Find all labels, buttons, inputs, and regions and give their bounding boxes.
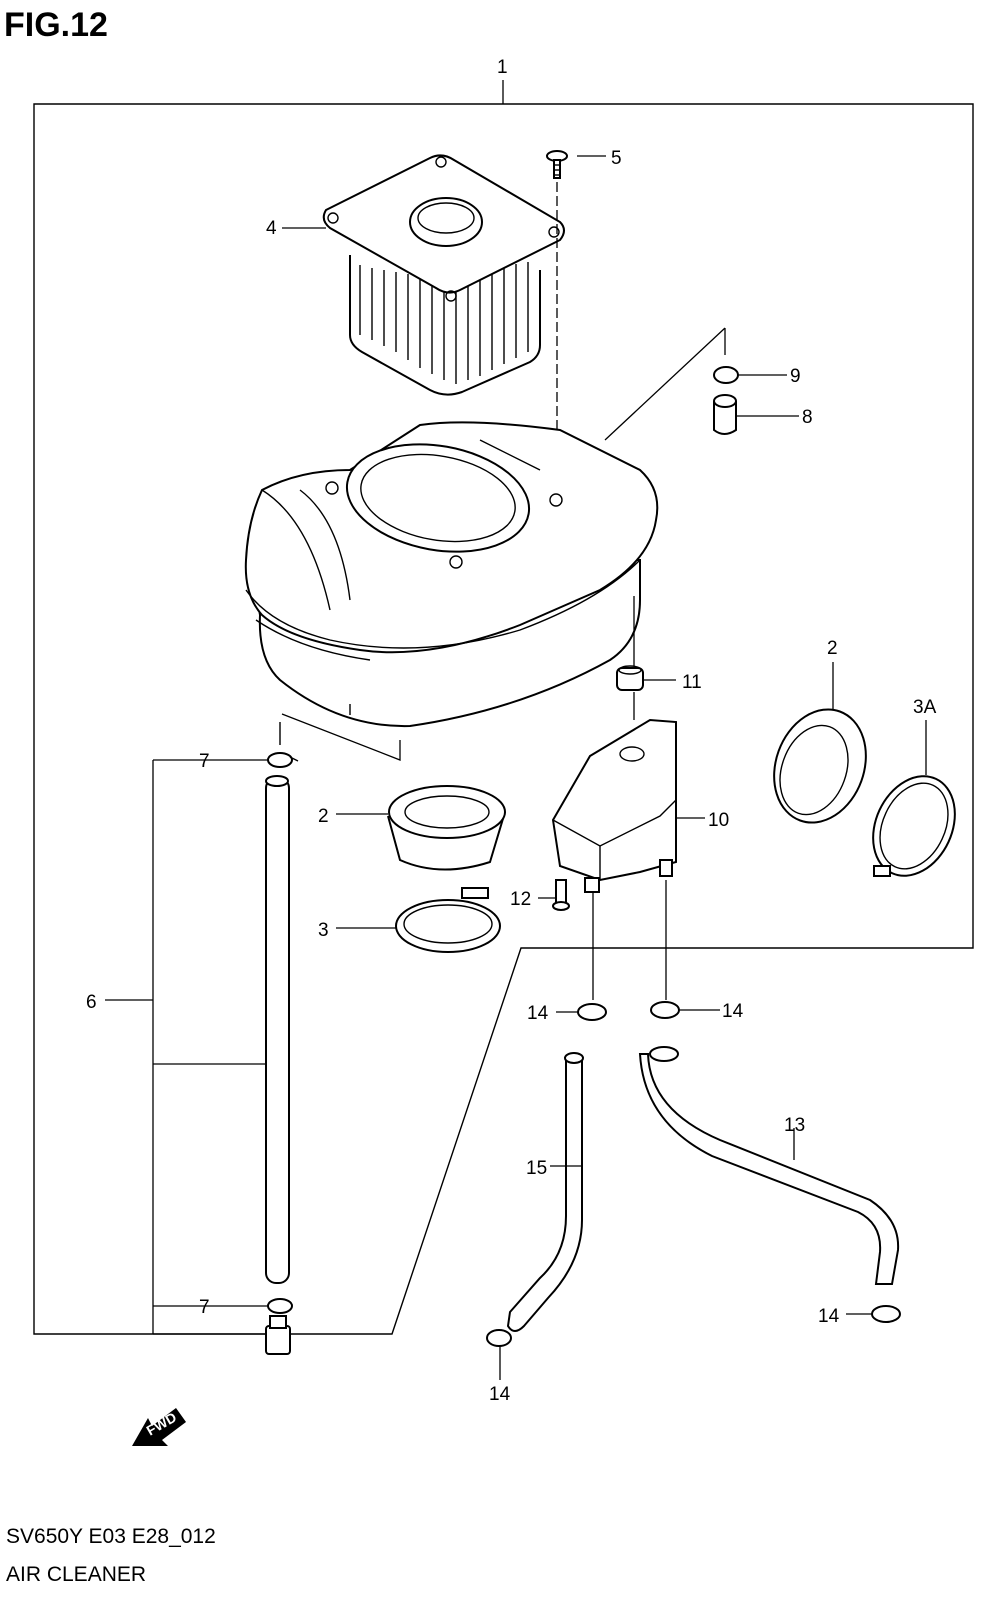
clamp-3 — [336, 887, 501, 953]
callout-6: 6 — [86, 992, 97, 1013]
callout-1: 1 — [497, 57, 508, 78]
callout-2-center: 2 — [318, 806, 329, 827]
fwd-arrow-icon: FWD — [132, 1408, 186, 1446]
hose-13 — [638, 1046, 900, 1285]
bolt — [538, 879, 570, 911]
callout-12: 12 — [510, 889, 531, 910]
air-filter-element — [322, 154, 565, 396]
callout-14-b: 14 — [722, 1001, 744, 1022]
cap — [713, 394, 799, 435]
callout-4: 4 — [266, 218, 277, 239]
callout-8: 8 — [802, 407, 813, 428]
drain-hose-set — [105, 722, 299, 1355]
callout-14-a: 14 — [527, 1003, 549, 1024]
assembly-boundary — [33, 103, 974, 1335]
hose-clamps — [486, 880, 901, 1380]
drain-box — [551, 718, 705, 893]
callout-3: 3 — [318, 920, 329, 941]
callout-11: 11 — [682, 672, 702, 693]
callout-9: 9 — [790, 366, 801, 387]
grommet — [616, 596, 676, 720]
clamp-3a — [872, 720, 956, 877]
intake-boot-right — [773, 662, 867, 824]
callout-5: 5 — [611, 148, 622, 169]
callout-10: 10 — [708, 810, 729, 831]
callout-2-right: 2 — [827, 638, 838, 659]
callout-14-d: 14 — [489, 1384, 511, 1405]
callout-13: 13 — [784, 1115, 805, 1136]
figure-title: FIG.12 — [4, 6, 108, 44]
air-cleaner-case — [244, 421, 659, 728]
footer-section-name: AIR CLEANER — [6, 1563, 147, 1586]
screw — [546, 150, 568, 498]
footer-model-code: SV650Y E03 E28_012 — [6, 1525, 216, 1548]
callout-14-c: 14 — [818, 1306, 840, 1327]
clamp-small — [713, 366, 787, 384]
hose-15 — [506, 1052, 584, 1332]
callout-15: 15 — [526, 1158, 547, 1179]
callout-3a: 3A — [913, 697, 937, 718]
callout-7-top: 7 — [199, 751, 210, 772]
callout-7-bottom: 7 — [199, 1297, 210, 1318]
intake-boot-center — [336, 785, 506, 871]
